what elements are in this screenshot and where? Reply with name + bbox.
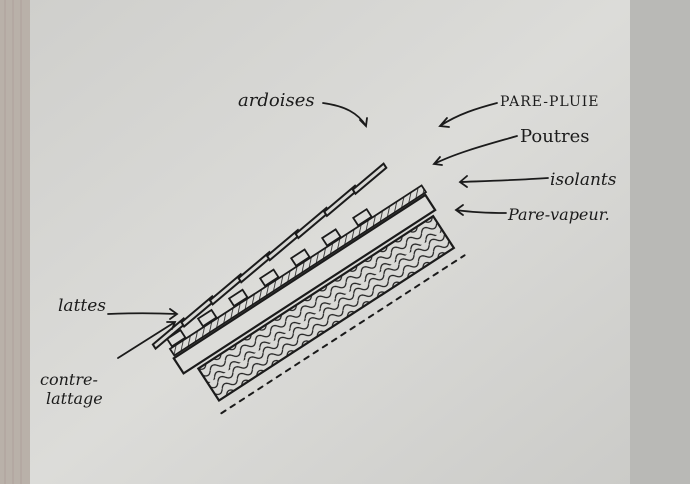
label-ardoises: ardoises	[238, 90, 315, 111]
label-isolants: isolants	[550, 170, 617, 190]
arrow-poutres	[432, 135, 518, 166]
counter-battens	[165, 207, 373, 348]
arrow-pare-vapeur	[454, 204, 507, 216]
label-lattes: lattes	[58, 296, 106, 316]
arrow-ardoises	[322, 102, 368, 128]
notebook-binding	[0, 0, 30, 484]
label-poutres: Poutres	[520, 126, 590, 147]
label-pare-vapeur: Pare-vapeur.	[507, 205, 610, 224]
roof-layers	[151, 162, 466, 415]
next-page-edge	[630, 0, 690, 484]
ruled-margin-lines	[4, 0, 22, 484]
rain-screen-layer	[168, 184, 428, 357]
label-pare-pluie: PARE-PLUIE	[500, 94, 600, 110]
beam-layer	[172, 193, 437, 375]
vapour-barrier-line	[220, 254, 466, 415]
arrow-isolants	[458, 175, 549, 188]
label-contre-lattage-line1: contre-	[40, 370, 98, 389]
label-contre-lattage-line2: lattage	[46, 389, 103, 408]
leader-arrows	[107, 102, 549, 359]
arrow-contre-lattage	[117, 321, 177, 359]
arrow-lattes	[107, 308, 179, 320]
arrow-pare-pluie	[438, 102, 498, 128]
insulation-layer	[196, 214, 456, 402]
slates	[151, 162, 388, 351]
